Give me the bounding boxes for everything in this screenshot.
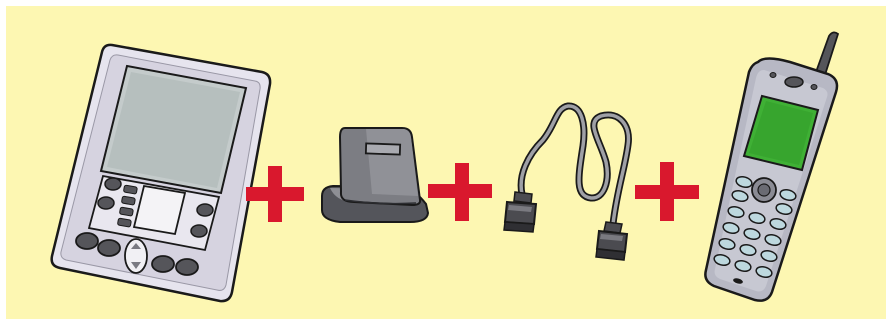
connection-diagram (0, 0, 892, 325)
diagram-canvas (0, 0, 892, 325)
